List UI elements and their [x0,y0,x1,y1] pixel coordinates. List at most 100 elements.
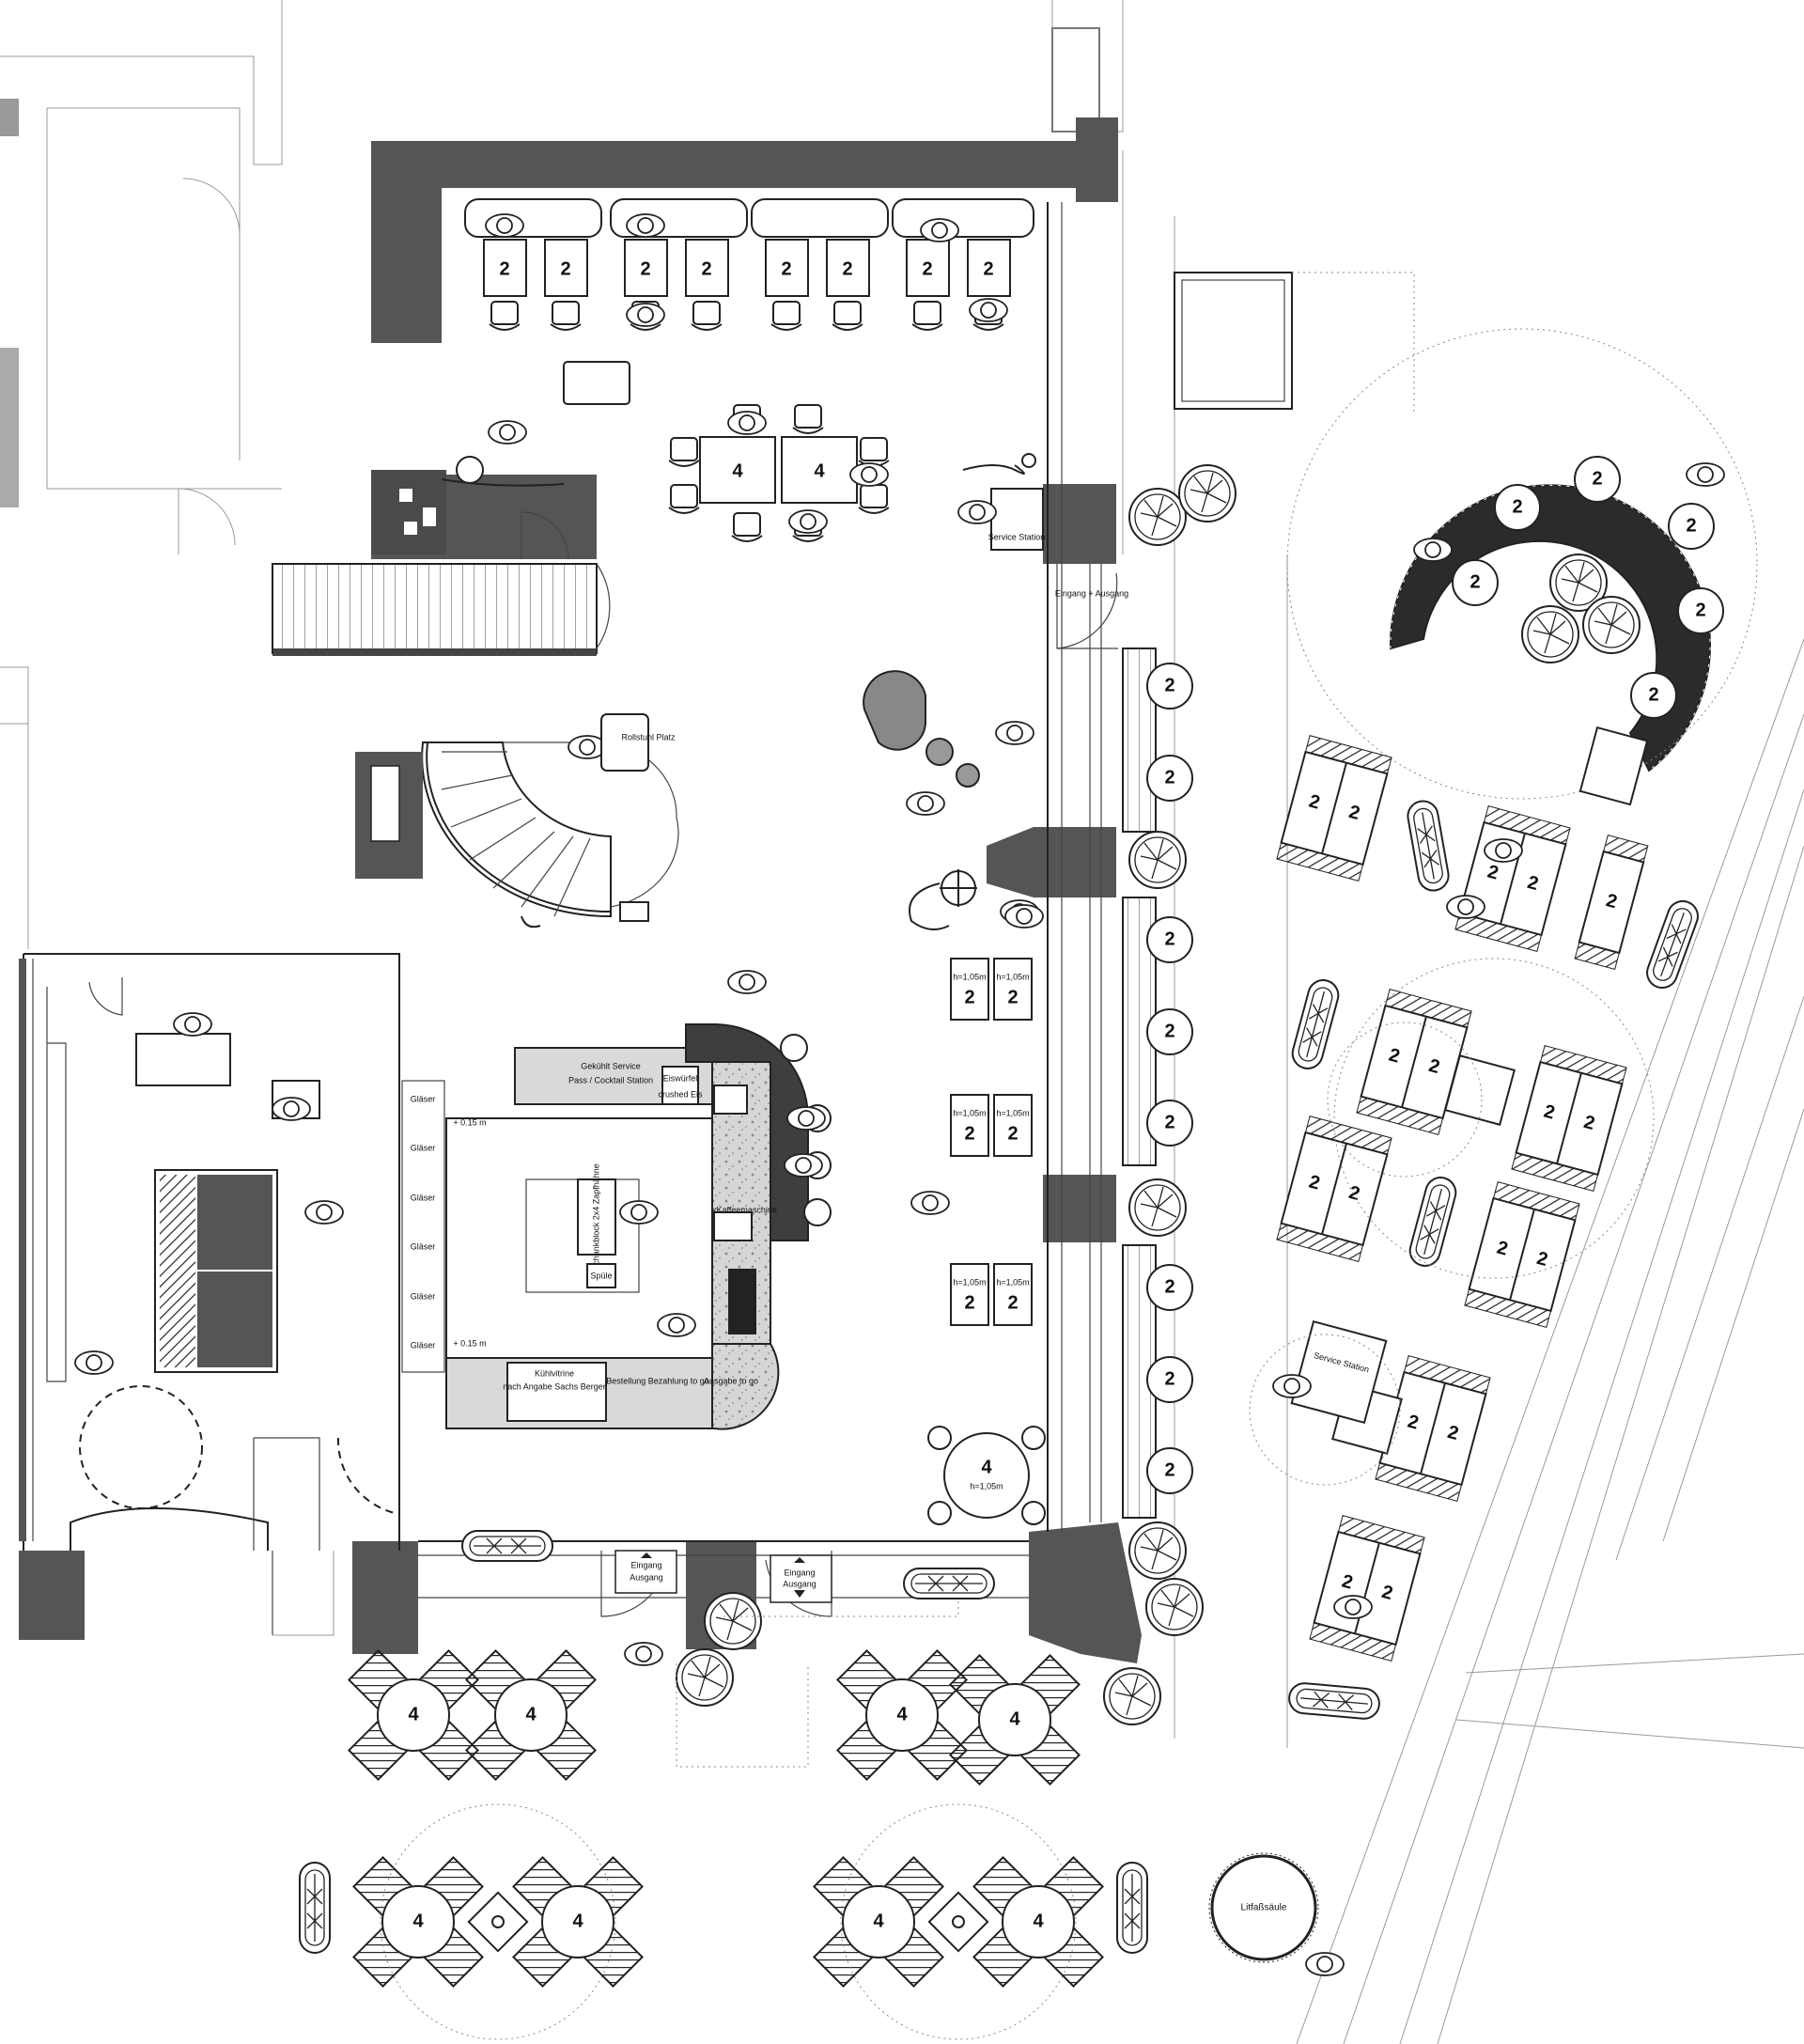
table-top-6: 2 [826,239,870,297]
window-bench-row [464,198,1034,238]
svg-text:4: 4 [1009,1709,1020,1729]
svg-text:2: 2 [1307,1172,1322,1194]
svg-text:4: 4 [981,1457,992,1477]
bar-area: Gekühlt Service Pass / Cocktail Station … [401,970,832,1430]
svg-text:Ausgabe to go: Ausgabe to go [704,1376,758,1385]
svg-text:Kühlvitrine: Kühlvitrine [535,1368,574,1378]
svg-text:2: 2 [560,258,570,279]
svg-text:4: 4 [1033,1911,1044,1931]
spiral-staircase: Rollstuhl Platz [357,713,679,928]
outdoor-table-2: 4 [464,1648,598,1782]
svg-text:2: 2 [1495,1238,1510,1260]
svg-text:2: 2 [1164,1021,1174,1041]
svg-text:2: 2 [1164,1368,1174,1389]
svg-text:Eiswürfel: Eiswürfel [663,1073,698,1083]
svg-text:2: 2 [1604,890,1619,913]
glass-shelves: Gläser Gläser Gläser Gläser Gläser Gläse… [401,1080,445,1373]
svg-text:2: 2 [1695,600,1705,620]
svg-text:nach Angabe Sachs Berger: nach Angabe Sachs Berger [503,1381,606,1391]
litfass-column: Litfaßsäule [1208,1852,1345,1976]
svg-text:Ausgang: Ausgang [630,1572,663,1582]
svg-text:4: 4 [814,460,825,481]
top-right-box [1174,272,1415,413]
svg-text:2: 2 [640,258,650,279]
svg-text:2: 2 [1007,1292,1018,1313]
svg-text:h=1,05m: h=1,05m [953,972,986,981]
svg-text:2: 2 [1346,802,1361,824]
svg-text:2: 2 [499,258,509,279]
outdoor-table-8: 4 [972,1855,1105,1989]
svg-text:+ 0.15 m: + 0.15 m [453,1338,486,1348]
svg-text:Gläser: Gläser [411,1291,436,1301]
svg-text:2: 2 [1164,1459,1174,1480]
svg-text:2: 2 [1164,928,1174,949]
svg-text:2: 2 [1525,872,1540,895]
svg-text:4: 4 [896,1704,908,1724]
waiter-figure [441,420,565,487]
outdoor-table-3: 4 [835,1648,969,1782]
svg-text:2: 2 [1387,1045,1402,1068]
outdoor-table-4: 4 [948,1653,1081,1787]
curved-bench-terrace: 2 2 2 2 2 2 [1286,328,1758,806]
svg-text:4: 4 [572,1911,583,1931]
svg-text:2: 2 [701,258,711,279]
svg-text:2: 2 [1164,675,1174,695]
outdoor-table-5: 4 [351,1855,485,1989]
svg-text:2: 2 [1592,468,1602,489]
svg-text:2: 2 [1686,515,1696,536]
pass-cocktail-label: Pass / Cocktail Station [568,1075,653,1084]
svg-text:4: 4 [732,460,743,481]
svg-text:2: 2 [1581,1112,1596,1134]
svg-text:2xKaffeemaschine: 2xKaffeemaschine [708,1205,777,1214]
center-four-tables: 4 4 [668,404,890,542]
svg-text:2: 2 [1164,1112,1174,1132]
svg-text:Eingang: Eingang [784,1568,815,1577]
svg-text:2: 2 [1164,1276,1174,1297]
svg-text:2: 2 [1164,767,1174,788]
table-top-4: 2 [685,239,729,297]
svg-text:2: 2 [1007,1123,1018,1144]
table-top-7: 2 [906,239,950,297]
svg-text:2: 2 [1007,987,1018,1007]
table-top-3: 2 [624,239,668,297]
service-station-top: Service Station [957,453,1046,551]
outdoor-table-6: 4 [511,1855,645,1989]
outdoor-table-7: 4 [812,1855,945,1989]
svg-text:2: 2 [842,258,852,279]
outdoor-table-1: 4 [347,1648,480,1782]
svg-text:Bestellung Bezahlung to go: Bestellung Bezahlung to go [606,1376,709,1385]
svg-text:2: 2 [964,1123,974,1144]
svg-text:Gläser: Gläser [411,1340,436,1350]
svg-text:2: 2 [1340,1571,1355,1594]
svg-text:h=1,05m: h=1,05m [996,1108,1029,1117]
svg-text:2: 2 [964,987,974,1007]
high-tables: h=1,05m h=1,05m 2 2 h=1,05m h=1,05m 2 2 … [910,904,1046,1525]
terrace-two-tops: 2 2 2 2 2 2 2 [1249,735,1655,1662]
wheelchair [563,361,630,405]
svg-text:4: 4 [412,1911,424,1931]
svg-text:2: 2 [1512,496,1522,517]
svg-text:2: 2 [781,258,791,279]
svg-text:Schankblock 2x4 Zapfhähne: Schankblock 2x4 Zapfhähne [591,1163,600,1271]
svg-text:2: 2 [1648,684,1658,705]
table-top-2: 2 [544,239,588,297]
bottom-outdoor-tables: 4 4 4 [347,1598,1105,2040]
gekuehlt-service-label: Gekühlt Service [581,1061,641,1070]
svg-text:Service Station: Service Station [988,532,1046,541]
svg-text:crushed Eis: crushed Eis [658,1089,703,1099]
entrance-sign-left: Eingang Ausgang [614,1550,677,1594]
svg-text:2: 2 [1470,571,1480,592]
svg-text:2: 2 [1307,791,1322,814]
lounge-chairs [863,670,1039,930]
svg-text:2: 2 [1445,1422,1460,1444]
facade-benches: 2 2 2 2 2 2 2 2 [1122,648,1193,1519]
table-top-8: 2 [967,239,1011,297]
svg-text:Ausgang: Ausgang [783,1579,816,1588]
entrance-sign-right: Eingang Ausgang [770,1554,832,1603]
svg-text:Gläser: Gläser [411,1143,436,1152]
svg-text:h=1,05m: h=1,05m [996,972,1029,981]
svg-text:Gläser: Gläser [411,1094,436,1103]
storage-rack [197,1175,272,1367]
table-top-5: 2 [765,239,809,297]
